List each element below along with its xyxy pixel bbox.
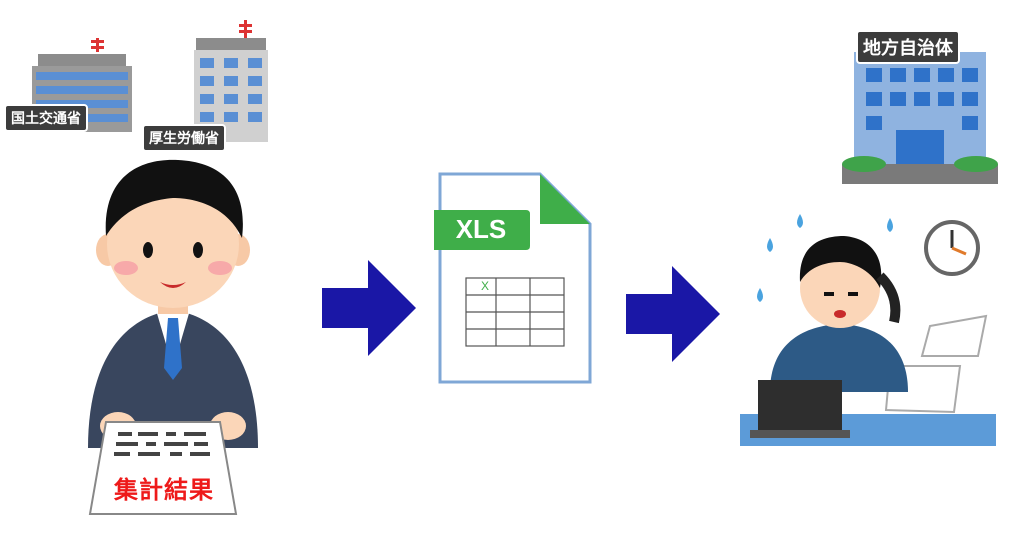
xls-type-label: XLS <box>455 214 507 244</box>
xls-cell-mark: X <box>480 279 489 293</box>
result-paper <box>88 421 238 515</box>
mhlw-label: 厚生労働省 <box>142 124 226 152</box>
result-label: 集計結果 <box>114 476 214 504</box>
local-gov-label: 地方自治体 <box>856 30 960 64</box>
mhlw-building <box>194 20 268 142</box>
busy-worker <box>740 214 996 446</box>
arrow-right-icon-2 <box>626 266 720 362</box>
arrow-right-icon <box>322 260 416 356</box>
xls-file-icon <box>434 172 592 384</box>
mlit-label: 国土交通省 <box>4 104 88 132</box>
local-gov-building <box>842 52 998 184</box>
